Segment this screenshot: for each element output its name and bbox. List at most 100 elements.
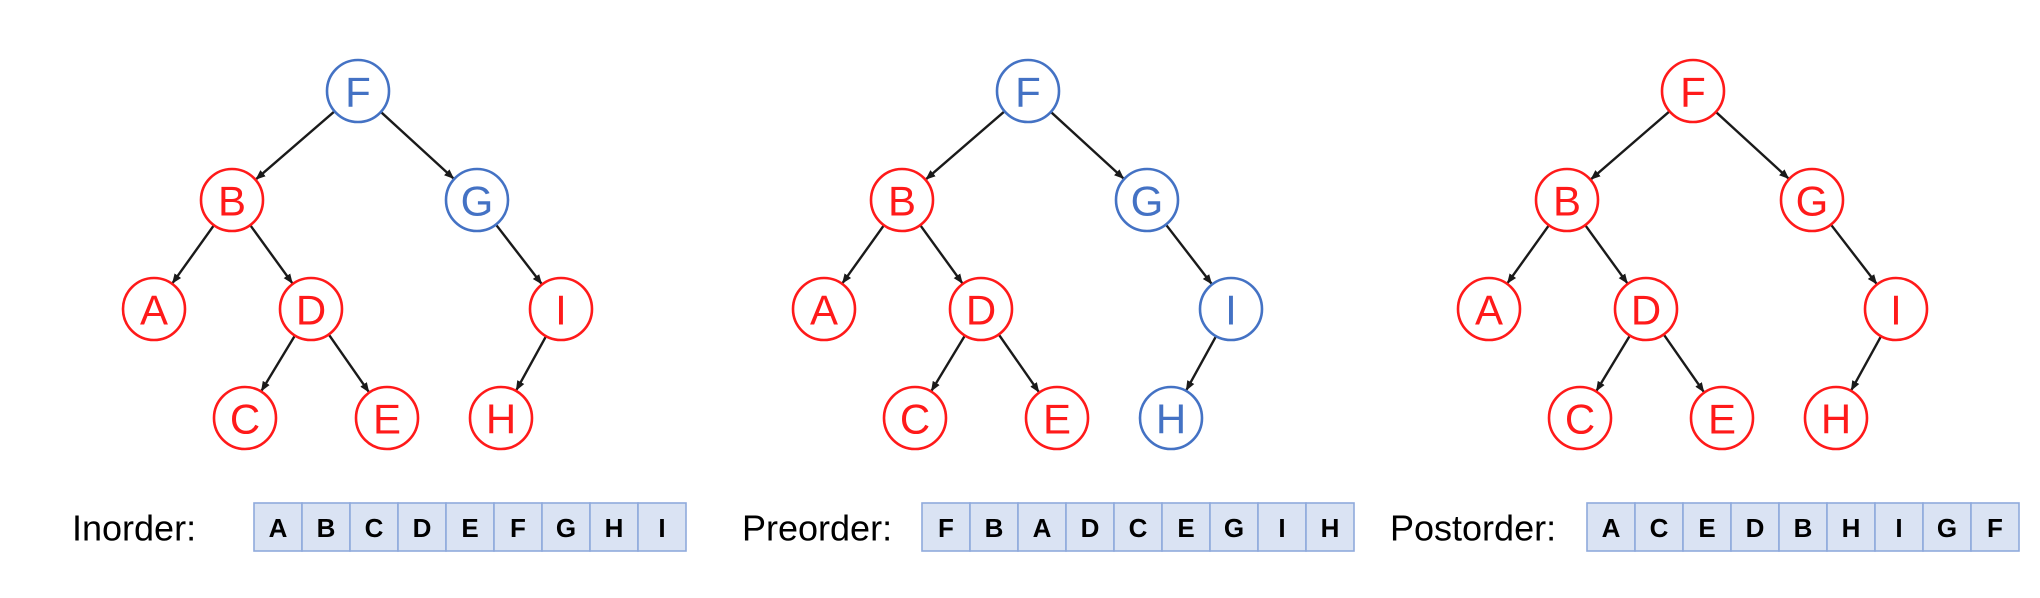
node-B: B xyxy=(869,167,935,233)
cell-value: B xyxy=(1794,513,1813,543)
sequence-cell: C xyxy=(349,502,399,552)
node-E: E xyxy=(354,385,420,451)
sequence-cell: H xyxy=(1826,502,1876,552)
edge-B-A xyxy=(841,224,885,284)
node-circle xyxy=(278,276,344,342)
sequence-cell: G xyxy=(1922,502,1972,552)
node-label: B xyxy=(888,178,916,225)
node-D: D xyxy=(1613,276,1679,342)
node-label: G xyxy=(1796,178,1829,225)
node-label: E xyxy=(1708,396,1736,443)
node-A: A xyxy=(1456,276,1522,342)
cell-box xyxy=(1874,502,1924,552)
node-circle xyxy=(791,276,857,342)
cell-value: A xyxy=(269,513,288,543)
edge-B-D xyxy=(919,224,964,284)
cell-value: C xyxy=(1129,513,1148,543)
cell-box xyxy=(1778,502,1828,552)
cell-value: H xyxy=(1321,513,1340,543)
node-circle xyxy=(444,167,510,233)
cell-value: F xyxy=(938,513,954,543)
node-I: I xyxy=(528,276,594,342)
edge-I-H xyxy=(515,335,548,391)
node-E: E xyxy=(1689,385,1755,451)
node-circle xyxy=(325,58,391,124)
edge-D-E xyxy=(1662,333,1705,393)
edge-D-C xyxy=(260,334,296,392)
node-label: G xyxy=(1131,178,1164,225)
edge-G-I xyxy=(494,223,543,285)
cell-value: F xyxy=(1987,513,2003,543)
node-circle xyxy=(1689,385,1755,451)
node-circle xyxy=(948,276,1014,342)
cell-box xyxy=(1017,502,1067,552)
sequence-cell: A xyxy=(1017,502,1067,552)
cell-box xyxy=(1634,502,1684,552)
node-label: E xyxy=(1043,396,1071,443)
node-circle xyxy=(1138,385,1204,451)
node-label: C xyxy=(900,396,930,443)
sequence-cell: G xyxy=(541,502,591,552)
node-label: D xyxy=(966,287,996,334)
node-label: H xyxy=(1821,396,1851,443)
node-B: B xyxy=(199,167,265,233)
node-label: C xyxy=(1565,396,1595,443)
node-label: I xyxy=(555,287,567,334)
node-circle xyxy=(1547,385,1613,451)
cell-box xyxy=(1209,502,1259,552)
cell-box xyxy=(493,502,543,552)
sequence-cell: A xyxy=(1586,502,1636,552)
traversal-label: Postorder: xyxy=(1390,508,1556,549)
edge-F-B xyxy=(925,110,1006,180)
node-I: I xyxy=(1863,276,1929,342)
node-C: C xyxy=(882,385,948,451)
node-label: D xyxy=(296,287,326,334)
sequence-cell: G xyxy=(1209,502,1259,552)
cell-box xyxy=(349,502,399,552)
node-G: G xyxy=(444,167,510,233)
sequence-cell: F xyxy=(1970,502,2020,552)
node-circle xyxy=(212,385,278,451)
sequence-cell: B xyxy=(969,502,1019,552)
node-A: A xyxy=(791,276,857,342)
edge-B-A xyxy=(1506,224,1550,284)
cell-box xyxy=(921,502,971,552)
node-F: F xyxy=(325,58,391,124)
node-circle xyxy=(1114,167,1180,233)
sequence-cell: E xyxy=(1161,502,1211,552)
edge-D-E xyxy=(327,333,370,393)
cell-box xyxy=(1305,502,1355,552)
node-circle xyxy=(1534,167,1600,233)
edge-B-A xyxy=(171,224,215,284)
sequence-cell: D xyxy=(1730,502,1780,552)
edge-F-B xyxy=(255,110,336,180)
cell-value: B xyxy=(317,513,336,543)
node-A: A xyxy=(121,276,187,342)
sequence-cell: A xyxy=(253,502,303,552)
node-circle xyxy=(1024,385,1090,451)
edge-I-H xyxy=(1185,335,1218,391)
node-circle xyxy=(882,385,948,451)
cell-value: E xyxy=(1698,513,1715,543)
cell-box xyxy=(1970,502,2020,552)
node-label: E xyxy=(373,396,401,443)
edge-F-G xyxy=(1715,111,1790,180)
node-B: B xyxy=(1534,167,1600,233)
node-G: G xyxy=(1114,167,1180,233)
sequence-cell: C xyxy=(1113,502,1163,552)
edge-F-G xyxy=(380,111,455,180)
node-circle xyxy=(354,385,420,451)
cell-value: F xyxy=(510,513,526,543)
sequence-cell: I xyxy=(1257,502,1307,552)
edge-D-C xyxy=(1595,334,1631,392)
node-circle xyxy=(869,167,935,233)
cell-value: I xyxy=(658,513,665,543)
node-C: C xyxy=(1547,385,1613,451)
node-label: C xyxy=(230,396,260,443)
